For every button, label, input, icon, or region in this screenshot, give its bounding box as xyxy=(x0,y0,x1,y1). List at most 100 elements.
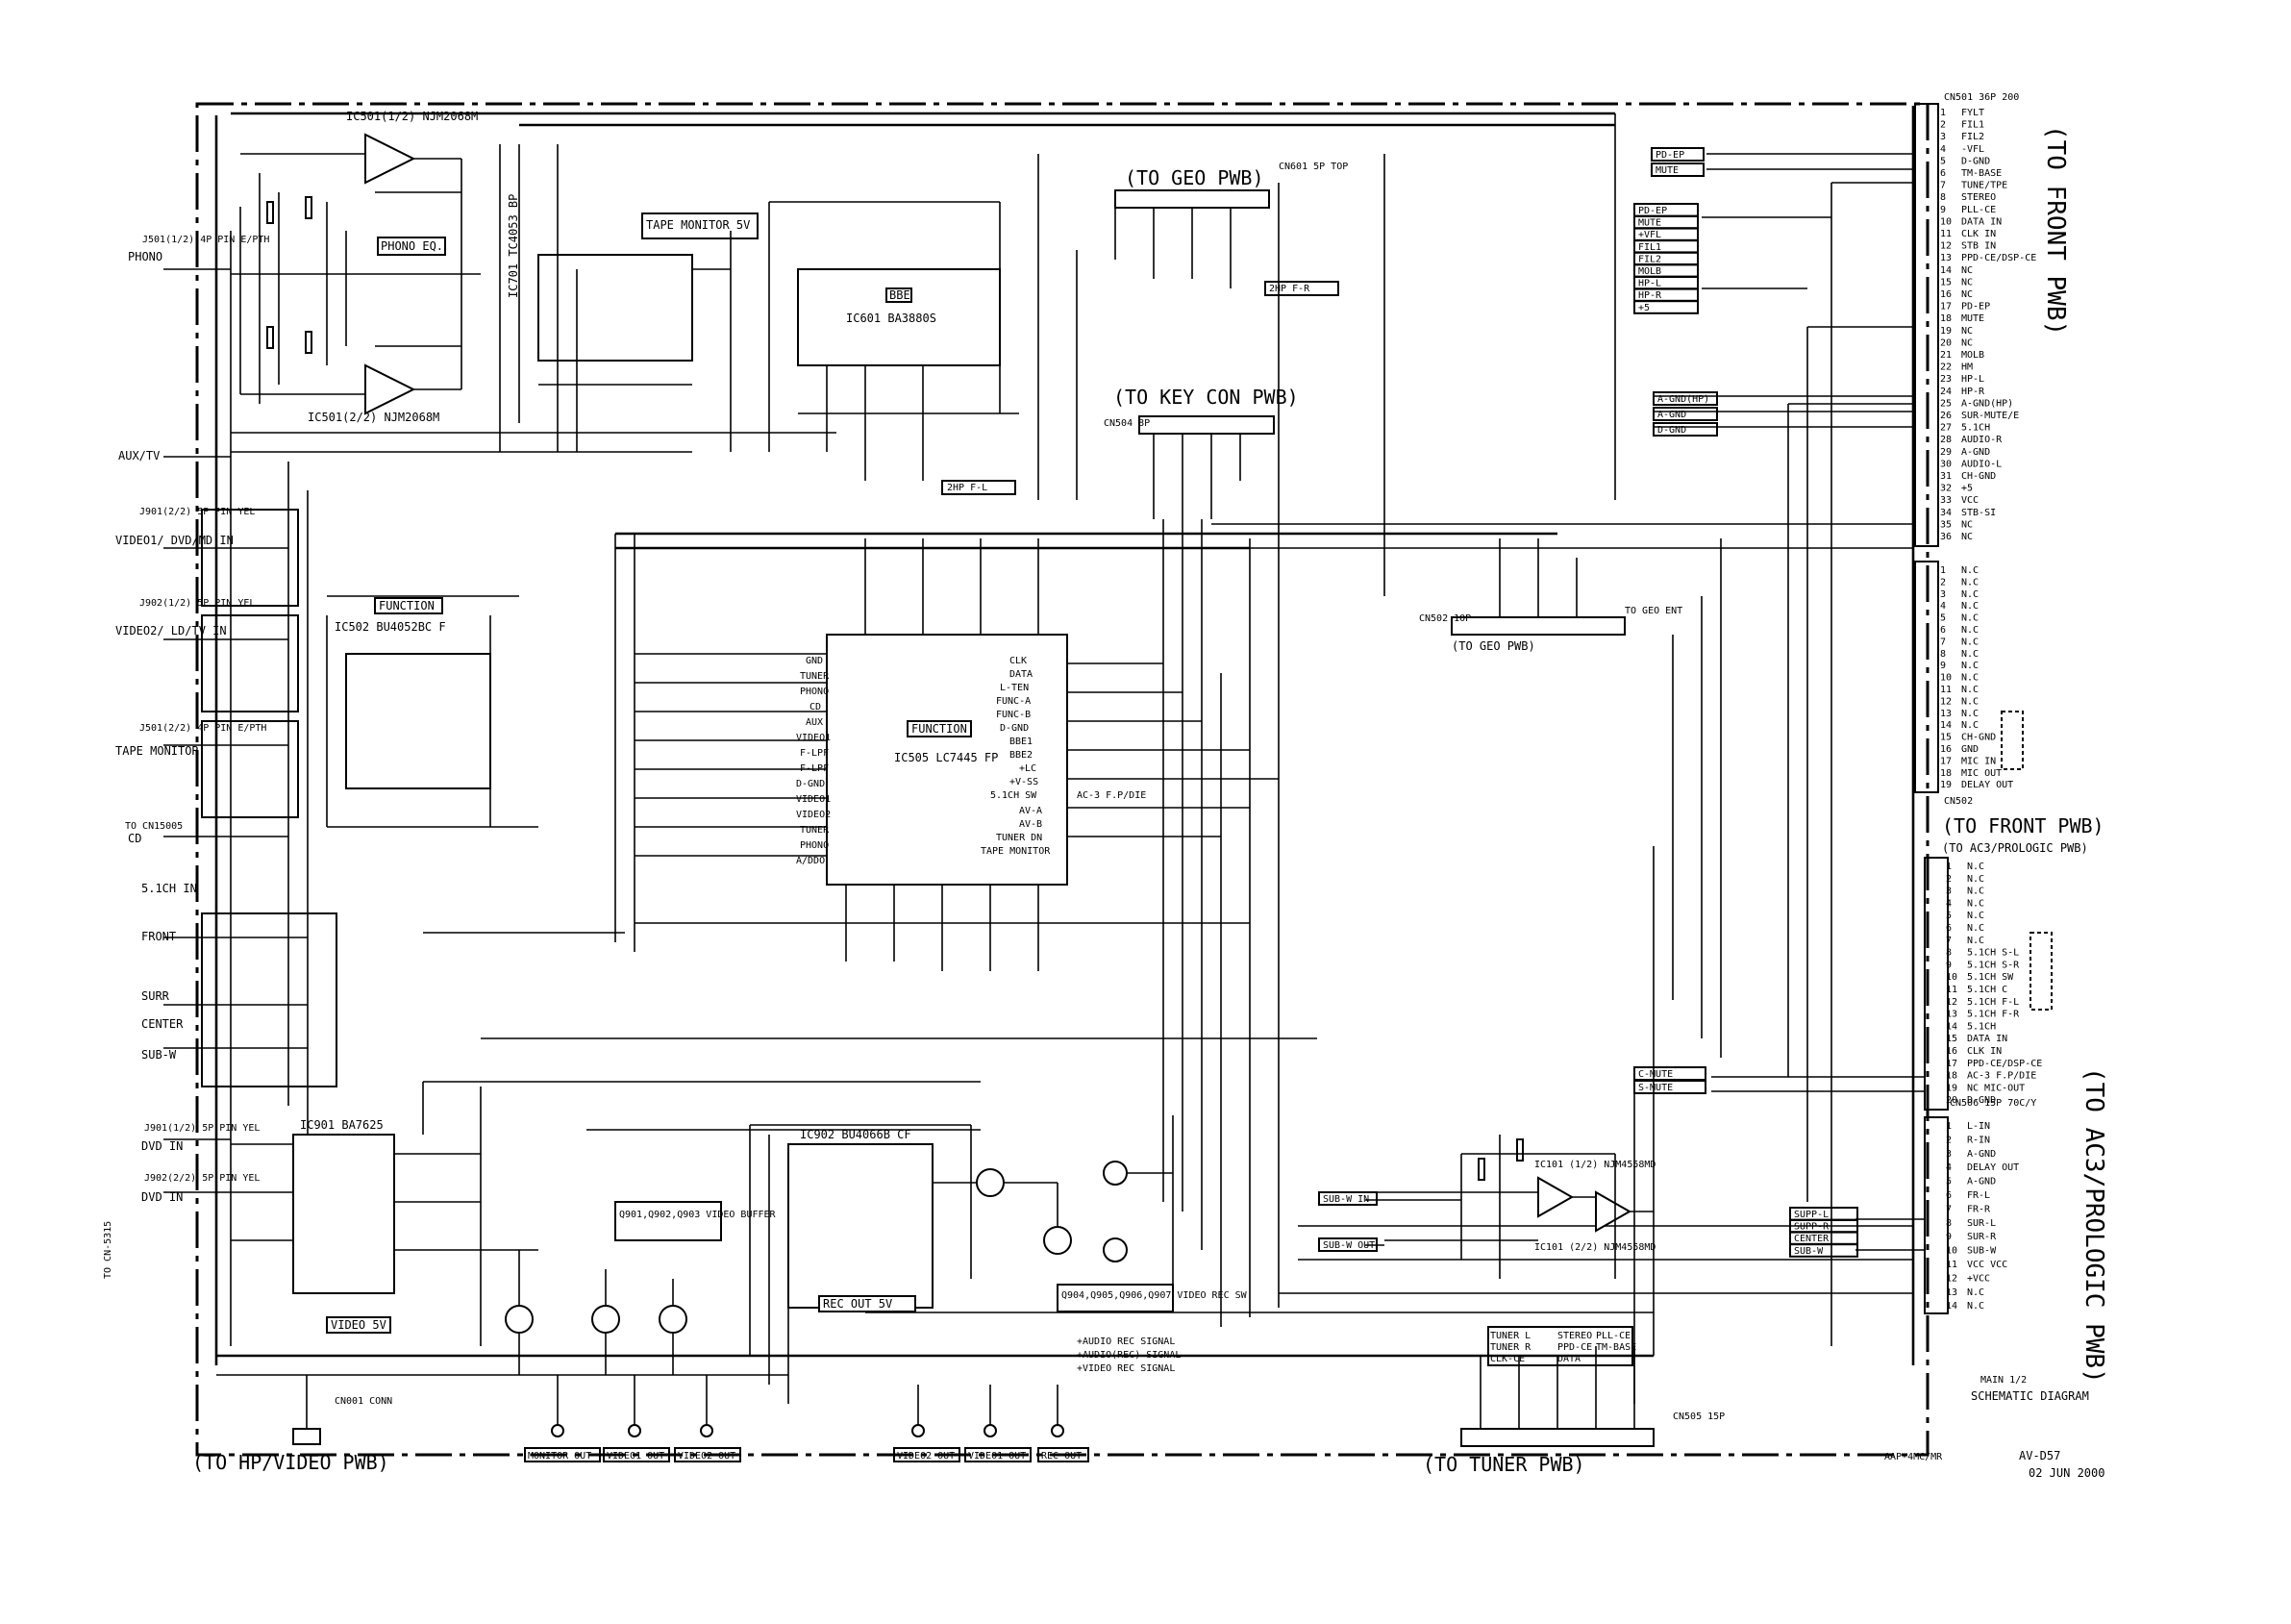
pdep-tag: PD-EP xyxy=(1656,150,1684,161)
ic505-pin-right: FUNC-B xyxy=(996,710,1031,720)
tuner-conn-ref: CN505 15P xyxy=(1673,1412,1725,1422)
ac3-b-pin-number: 13 xyxy=(1946,1287,1957,1298)
ac3-b-pin-number: 10 xyxy=(1946,1246,1957,1257)
hp-conn-ref: CN001 CONN xyxy=(335,1396,392,1407)
ic505-pin-right: 5.1CH SW xyxy=(990,790,1037,801)
front-top-pin-label: TM-BASE xyxy=(1961,168,2002,179)
ac3-a-pin-label: CLK IN xyxy=(1967,1046,2002,1057)
net-mid-tag-box xyxy=(1653,391,1718,406)
ac3-a-pin-number: 17 xyxy=(1946,1059,1957,1069)
ac3-b-pin-number: 4 xyxy=(1946,1162,1952,1173)
ac3-b-pin-label: FR-L xyxy=(1967,1190,1990,1201)
key-con-connector xyxy=(1138,415,1275,519)
ic505-pin-labels: GND TUNER PHONO CD AUX VIDEO1 F-LPF F-LP… xyxy=(796,656,1146,866)
ac3-a-pin-label: N.C xyxy=(1967,911,1984,921)
front-top-pin-number: 35 xyxy=(1940,519,1952,530)
front-top-pin-label: AUDIO-R xyxy=(1961,435,2003,445)
ic505-pin-left: PHONO xyxy=(800,840,829,851)
tuner-pin: DATA xyxy=(1557,1354,1581,1364)
front-top-pin-number: 23 xyxy=(1940,374,1952,385)
ac3-a-pin-label: N.C xyxy=(1967,923,1984,934)
net-subw-tag-box xyxy=(1318,1191,1378,1206)
ic505-pin-right: CLK xyxy=(1009,656,1027,666)
front-top-pin-label: STB IN xyxy=(1961,241,1996,252)
ic505-pin-right: TAPE MONITOR xyxy=(981,846,1051,857)
vertical-buses xyxy=(214,106,1915,1404)
ac3-connector-a xyxy=(1924,857,2053,1111)
front-top-pin-label: DATA IN xyxy=(1961,216,2002,227)
hp-connector xyxy=(292,1375,321,1445)
ac3-a-pin-label: 5.1CH S-R xyxy=(1967,960,2020,970)
net-left-tag: +VFL xyxy=(1638,230,1661,240)
phono-eq-label: PHONO EQ. xyxy=(381,239,443,253)
to-cn-note: TO CN-5315 xyxy=(103,1221,113,1279)
ac3-b-pin-label: A-GND xyxy=(1967,1177,1996,1187)
front-top-pin-number: 10 xyxy=(1940,216,1952,227)
front-top-pin-number: 19 xyxy=(1940,326,1952,337)
video-buffer-transistors xyxy=(505,1201,722,1375)
ic505-pin-left: AUX xyxy=(806,717,823,728)
net-low-tag: CENTER xyxy=(1794,1234,1830,1244)
ac3-b-pin-number: 11 xyxy=(1946,1260,1957,1270)
front-pwb-label-mid: (TO FRONT PWB) xyxy=(1942,814,2104,837)
ac3-a-pin-number: 9 xyxy=(1946,960,1952,970)
ac3-a-pin-number: 18 xyxy=(1946,1071,1957,1082)
ic701-label: IC701 TC4053 BP xyxy=(507,194,520,298)
front-mid-ref: CN502 xyxy=(1944,796,1973,807)
front-mid-pin-number: 13 xyxy=(1940,709,1952,719)
note-video-sig: +VIDEO REC SIGNAL xyxy=(1077,1363,1175,1374)
front-mid-pin-label: GND xyxy=(1961,744,1979,755)
ac3-a-pin-label: 5.1CH S-L xyxy=(1967,948,2019,959)
front-top-pin-label: NC xyxy=(1961,277,1973,287)
note-hp-fr: 2HP F-R xyxy=(1269,284,1310,294)
jack-cd-ref: TO CN15005 xyxy=(125,821,183,832)
jack-aux: AUX/TV xyxy=(118,449,160,462)
front-mid-pin-label: DELAY OUT xyxy=(1961,780,2013,790)
ac3-b-pin-label: FR-R xyxy=(1967,1204,1991,1214)
ac3-a-pin-number: 6 xyxy=(1946,923,1952,934)
note-audio-right: +AUDIO(REC) SIGNAL xyxy=(1077,1350,1181,1361)
front-mid-pin-number: 16 xyxy=(1940,744,1952,755)
ic505-pin-right: BBE2 xyxy=(1009,750,1033,761)
ac3-a-pin-label: 5.1CH xyxy=(1967,1021,1996,1032)
front-conn-ref: CN501 36P 200 xyxy=(1944,92,2019,103)
geo-mid-ref: CN502 10P xyxy=(1419,613,1471,624)
ac3-a-pin-label: 5.1CH C xyxy=(1967,985,2007,995)
jack-surr: SURR xyxy=(141,989,170,1003)
drawing-title: SCHEMATIC DIAGRAM xyxy=(1971,1389,2089,1403)
ac3-b-pin-number: 6 xyxy=(1946,1190,1952,1201)
key-con-pwb-label: (TO KEY CON PWB) xyxy=(1113,386,1299,409)
front-top-pin-number: 2 xyxy=(1940,120,1946,131)
ac3-b-pin-number: 12 xyxy=(1946,1273,1957,1284)
front-top-pin-number: 18 xyxy=(1940,313,1952,324)
ac3-b-pin-label: SUB-W xyxy=(1967,1246,1997,1257)
pdep-tag-box xyxy=(1651,147,1705,162)
front-mid-pin-number: 17 xyxy=(1940,756,1952,766)
front-top-pin-label: VCC xyxy=(1961,495,1979,506)
ac3-pwb-label-small: (TO AC3/PROLOGIC PWB) xyxy=(1942,841,2088,855)
ic505-pin-left: VIDEO1 xyxy=(796,794,831,805)
front-mid-pin-number: 11 xyxy=(1940,685,1952,695)
front-mid-pin-number: 3 xyxy=(1940,589,1946,600)
ic502-label: IC502 BU4052BC F xyxy=(335,620,446,634)
front-mid-pin-label: N.C xyxy=(1961,696,1979,707)
ic505-pin-left: VIDEO2 xyxy=(796,810,831,820)
front-top-pin-label: CH-GND xyxy=(1961,471,1996,482)
front-top-pin-number: 11 xyxy=(1940,229,1952,239)
front-mid-pin-label: N.C xyxy=(1961,565,1979,576)
left-jack-wiring xyxy=(163,268,337,1193)
front-top-pin-number: 27 xyxy=(1940,423,1952,434)
ac3-a-pin-label: 5.1CH F-L xyxy=(1967,997,2019,1008)
video-rec-sw-label: Q904,Q905,Q906,Q907 VIDEO REC SW xyxy=(1061,1290,1248,1301)
front-top-pin-number: 32 xyxy=(1940,484,1952,494)
ac3-a-pin-number: 12 xyxy=(1946,997,1957,1008)
ic601-bbe xyxy=(768,201,1019,481)
net-low-tag: SUPP-R xyxy=(1794,1222,1830,1233)
ic505-label: IC505 LC7445 FP xyxy=(894,751,998,764)
front-top-pin-label: -VFL xyxy=(1961,144,1984,155)
ac3-a-pin-label: 5.1CH F-R xyxy=(1967,1010,2020,1020)
front-top-pin-label: SUR-MUTE/E xyxy=(1961,411,2019,421)
net-subw-tag: SUB-W IN xyxy=(1323,1194,1369,1205)
front-top-pin-number: 1 xyxy=(1940,108,1946,118)
